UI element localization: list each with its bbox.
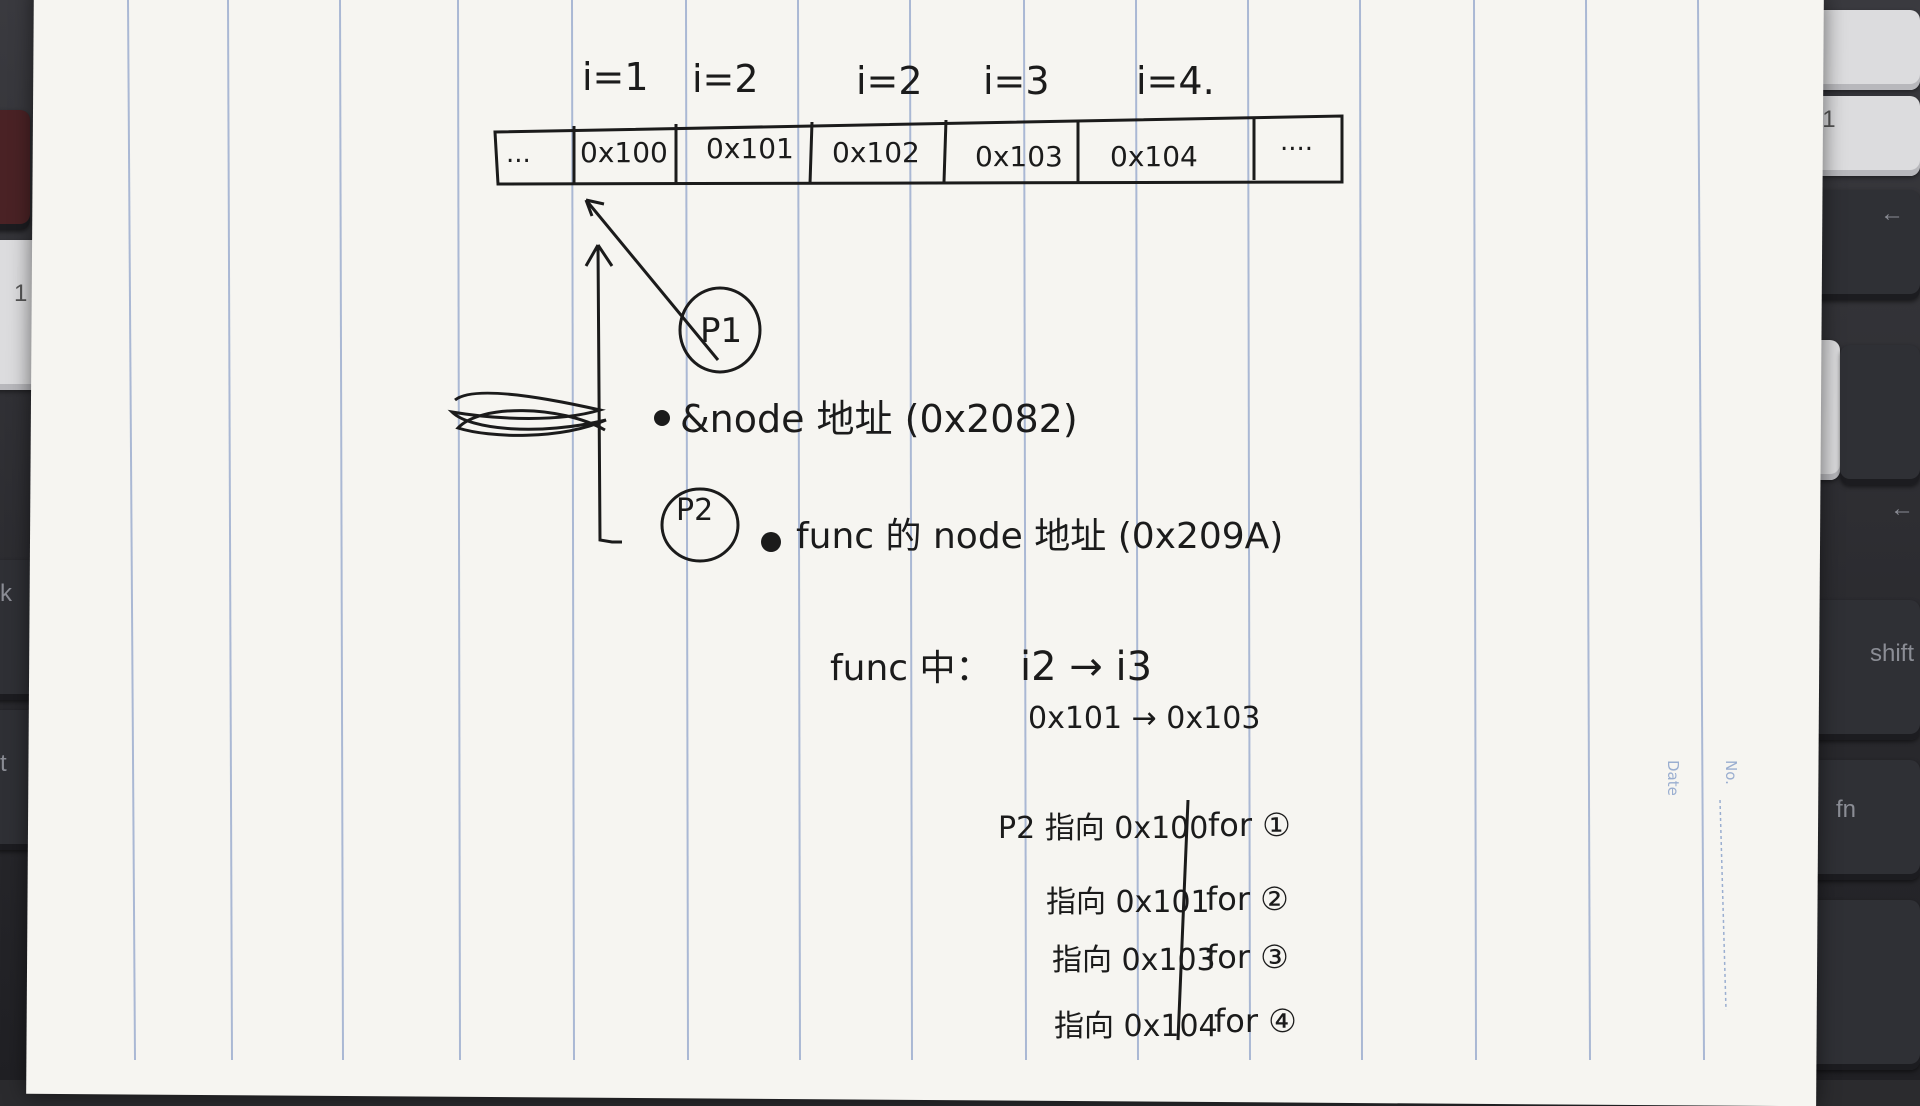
loop-note-right: for ④ [1214, 1002, 1297, 1040]
p1-circle [678, 286, 762, 374]
ruled-line [571, 0, 575, 1061]
ruled-line [227, 0, 233, 1061]
fn-key-label: fn [1836, 796, 1857, 823]
footer-dotted-line [1719, 799, 1727, 1011]
t-key-label: t [0, 750, 7, 777]
index-label: i=2 [856, 59, 923, 103]
ruled-line [339, 0, 344, 1061]
loop-note-right: for ③ [1206, 938, 1289, 976]
array-cell-labels: ... 0x100 0x101 0x102 0x103 0x104 .... [506, 127, 1313, 173]
p2-circle [660, 487, 740, 563]
index-labels: i=1 i=2 i=2 i=3 i=4. [582, 55, 1215, 103]
index-label: i=3 [983, 59, 1050, 103]
array-cell: 0x101 [706, 132, 794, 165]
loop-note-left: 指向 0x103 [1052, 943, 1216, 978]
array-divider [808, 121, 814, 185]
array-outline [493, 114, 1344, 186]
ruled-line [1135, 0, 1139, 1061]
func-address-change: 0x101 → 0x103 [1028, 701, 1260, 736]
loop-divider [1176, 799, 1190, 1041]
back-arrow-icon: ← [1880, 200, 1904, 227]
back-arrow-icon: ← [1890, 495, 1914, 522]
array-cell: .... [1280, 127, 1313, 157]
ruled-line [1359, 0, 1363, 1061]
array-cell: 0x104 [1110, 140, 1198, 173]
date-label: Date [1664, 760, 1682, 796]
ruled-line [1697, 0, 1705, 1061]
func-index-change: i2 → i3 [1020, 644, 1152, 690]
node-address-text: &node 地址 (0x2082) [680, 397, 1078, 441]
ruled-line [1473, 0, 1477, 1061]
loop-note-right: for ① [1208, 806, 1291, 844]
handwritten-diagram: Date No. i=1 i=2 i=2 i=3 i=4. ... 0x100 … [127, 0, 1740, 1061]
array-cell: ... [506, 139, 531, 169]
loop-note-left: P2 指向 0x100 [998, 811, 1208, 846]
ruled-line [1023, 0, 1027, 1061]
array-divider [942, 119, 948, 183]
loop-note-right: for ② [1206, 880, 1289, 918]
ruled-line [797, 0, 801, 1061]
pointer-p1-label: P1 [700, 311, 742, 351]
shift-key-label: shift [1870, 640, 1915, 667]
index-label: i=2 [692, 57, 759, 101]
red-key [0, 110, 30, 230]
p2-arrow-head [584, 244, 614, 267]
one-key-label: 1 [14, 280, 28, 307]
array-cell: 0x100 [580, 136, 668, 169]
ruled-line [1247, 0, 1251, 1061]
func-node-bullet [761, 532, 781, 552]
ruled-line [1585, 0, 1591, 1061]
ruled-line [909, 0, 913, 1061]
func-label: func 中： [830, 648, 992, 689]
k-key-label: k [0, 580, 12, 607]
node-bullet [654, 410, 670, 426]
array-cell: 0x102 [832, 136, 920, 169]
pointer-p2-label: P2 [676, 493, 713, 528]
p1-arrow-head [584, 198, 605, 217]
bottom-right-key [1800, 900, 1920, 1070]
no-label: No. [1722, 760, 1740, 785]
ruled-lines [127, 0, 1705, 1061]
index-label: i=1 [582, 55, 649, 99]
scribble-mark [447, 391, 607, 437]
ruled-line [685, 0, 689, 1061]
arrow-key-lower: ← [1840, 345, 1920, 522]
ruled-line [127, 0, 136, 1061]
index-label: i=4. [1136, 59, 1215, 103]
ruled-line [457, 0, 461, 1061]
shift-key: shift [1800, 600, 1920, 740]
pointer-arrows [584, 198, 762, 563]
scribble-path [447, 391, 607, 437]
func-node-text: func 的 node 地址 (0x209A) [796, 516, 1283, 557]
loop-note-left: 指向 0x104 [1054, 1009, 1218, 1044]
memory-array [493, 114, 1344, 186]
array-cell: 0x103 [975, 140, 1063, 173]
p2-arrow-line [596, 244, 622, 544]
notebook-footer: Date No. [1664, 760, 1740, 1011]
loop-notes: P2 指向 0x100 for ① 指向 0x101 for ② 指向 0x10… [998, 806, 1297, 1044]
loop-note-left: 指向 0x101 [1046, 885, 1210, 920]
p1-arrow-line [584, 199, 720, 361]
